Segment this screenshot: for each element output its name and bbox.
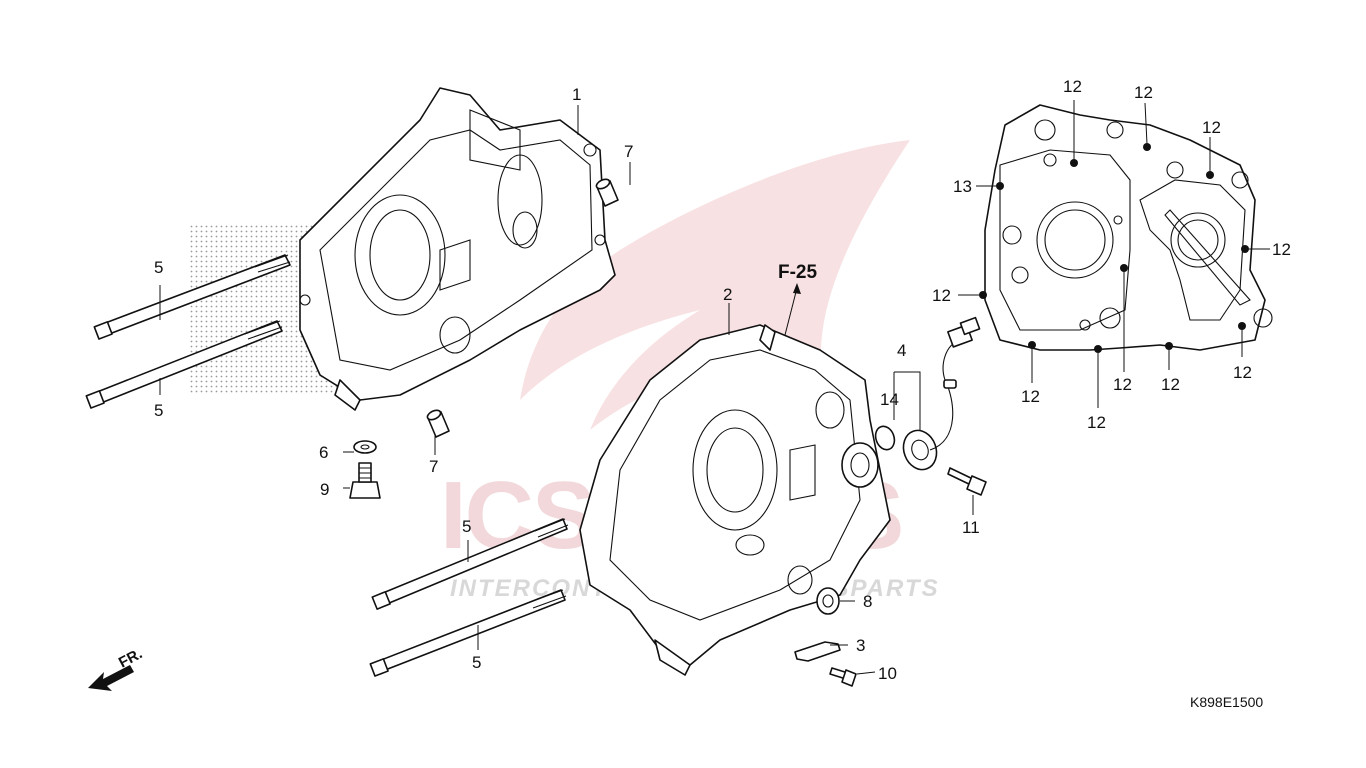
left-crankcase-half[interactable] (299, 87, 616, 411)
flange-bolt-plate[interactable] (829, 667, 857, 687)
callout-3: 3 (856, 636, 865, 655)
drain-bolt[interactable] (349, 462, 381, 499)
stud-upper-center[interactable] (371, 518, 569, 610)
callout-12-b: 12 (1134, 83, 1153, 102)
setting-plate[interactable] (794, 641, 841, 662)
callout-10: 10 (878, 664, 897, 683)
callout-12-g: 12 (1113, 375, 1132, 394)
callout-4: 4 (897, 341, 906, 360)
callout-9: 9 (320, 480, 329, 499)
callout-8: 8 (863, 592, 872, 611)
callout-12-d: 12 (1272, 240, 1291, 259)
crankcase-gasket[interactable] (984, 104, 1273, 351)
stud-upper-left[interactable] (93, 254, 291, 340)
reference-label: F-25 (778, 262, 818, 283)
callout-labels: 1 7 5 5 6 7 9 2 F-25 5 5 8 3 10 11 4 14 … (154, 77, 1291, 683)
diagram-code: K898E1500 (1190, 694, 1263, 710)
callout-5-upper-left: 5 (154, 258, 163, 277)
stud-lower-left[interactable] (85, 320, 283, 409)
oil-seal[interactable] (816, 587, 840, 615)
callout-12-i: 12 (1233, 363, 1252, 382)
o-ring[interactable] (872, 424, 897, 453)
callout-2: 2 (723, 285, 732, 304)
callout-1: 1 (572, 85, 581, 104)
stud-lower-center[interactable] (369, 589, 567, 677)
callout-12-f: 12 (1021, 387, 1040, 406)
sealing-washer[interactable] (353, 440, 377, 454)
callout-12-c: 12 (1202, 118, 1221, 137)
callout-7-lower: 7 (429, 457, 438, 476)
gasket-bolt-markers (958, 100, 1270, 408)
dowel-pin-upper[interactable] (595, 177, 619, 207)
callout-5-lower-left: 5 (154, 401, 163, 420)
callout-11: 11 (962, 518, 980, 537)
callout-12-a: 12 (1063, 77, 1082, 96)
neutral-switch-sensor[interactable] (898, 316, 981, 475)
callout-5-lower-center: 5 (472, 653, 481, 672)
flange-bolt-sensor[interactable] (947, 467, 987, 496)
front-arrow-icon (88, 665, 134, 691)
callout-5-upper-center: 5 (462, 517, 471, 536)
leader-lines (159, 105, 974, 675)
callout-6: 6 (319, 443, 328, 462)
callout-14: 14 (880, 390, 899, 409)
callout-7-upper: 7 (624, 142, 633, 161)
callout-13: 13 (953, 177, 972, 196)
callout-12-e: 12 (932, 286, 951, 305)
front-direction-indicator: FR. (88, 645, 145, 691)
callout-12-j: 12 (1087, 413, 1106, 432)
right-crankcase-half[interactable] (579, 324, 891, 676)
dowel-pin-lower[interactable] (426, 408, 450, 438)
front-direction-label: FR. (116, 645, 145, 671)
callout-12-h: 12 (1161, 375, 1180, 394)
